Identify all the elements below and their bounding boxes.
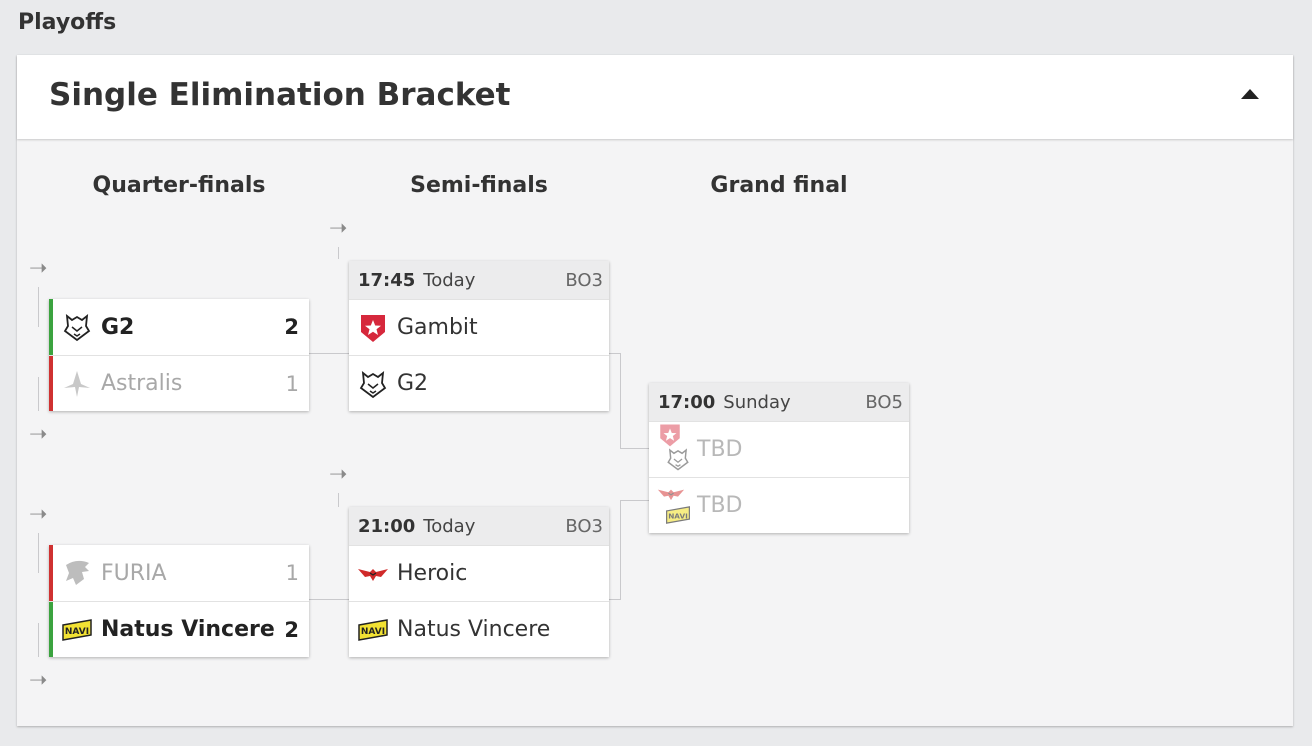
g2-logo-icon (63, 313, 91, 342)
match-time: 17:00 (658, 391, 716, 413)
team-row[interactable]: NAVI Natus Vincere 2 (49, 601, 309, 657)
bracket-connector (620, 500, 621, 600)
navi-logo-icon: NAVI (666, 505, 690, 524)
match-day: Sunday (723, 391, 791, 413)
astralis-logo-icon (64, 370, 90, 397)
team-name: G2 (397, 371, 429, 396)
match-day: Today (423, 515, 476, 537)
team-score: 2 (284, 617, 299, 642)
bracket-connector (609, 353, 621, 354)
arrow-right-icon: ➝ (329, 462, 348, 487)
team-name: FURIA (101, 560, 167, 586)
arrow-right-icon: ➝ (29, 422, 48, 447)
logo-stack: NAVI (657, 482, 690, 530)
collapse-caret-icon[interactable] (1241, 89, 1259, 99)
team-name: Gambit (397, 315, 478, 340)
arrow-right-icon: ➝ (329, 216, 348, 241)
bracket-connector (609, 599, 621, 600)
team-name: G2 (101, 314, 135, 340)
match-card-sf2[interactable]: 21:00 Today BO3 Heroic NAVI Natus Vincer… (349, 507, 609, 657)
bracket-connector (309, 353, 349, 354)
team-score: 1 (285, 561, 299, 585)
bracket-connector (38, 287, 39, 327)
match-card-grandfinal[interactable]: 17:00 Sunday BO5 TBD NAVI TBD (649, 383, 909, 533)
team-name: TBD (697, 493, 743, 518)
bracket-connector (38, 623, 39, 657)
heroic-logo-icon (657, 489, 685, 500)
card-title: Single Elimination Bracket (49, 77, 511, 113)
team-name: Natus Vincere (397, 617, 551, 642)
svg-text:NAVI: NAVI (668, 511, 688, 520)
match-format: BO3 (565, 515, 603, 537)
team-row[interactable]: TBD (649, 421, 909, 477)
svg-text:NAVI: NAVI (361, 627, 385, 637)
match-day: Today (423, 269, 476, 291)
team-score: 1 (285, 371, 299, 396)
match-format: BO5 (865, 391, 903, 413)
gambit-logo-icon (660, 423, 680, 446)
g2-logo-icon (667, 447, 689, 470)
navi-logo-icon: NAVI (62, 618, 92, 641)
arrow-right-icon: ➝ (29, 668, 48, 693)
bracket-connector (620, 500, 650, 501)
team-row[interactable]: Heroic (349, 545, 609, 601)
bracket-connector (38, 533, 39, 573)
navi-logo-icon: NAVI (358, 618, 388, 641)
g2-logo-icon (359, 370, 387, 398)
match-card-sf1[interactable]: 17:45 Today BO3 Gambit G2 (349, 261, 609, 411)
bracket-connector (38, 377, 39, 411)
team-name: Natus Vincere (101, 617, 275, 642)
match-header: 17:45 Today BO3 (349, 261, 609, 299)
bracket-connector (620, 448, 650, 449)
section-title: Playoffs (18, 10, 117, 35)
round-title-semifinals: Semi-finals (410, 173, 548, 198)
team-row[interactable]: G2 (349, 355, 609, 411)
match-format: BO3 (565, 269, 603, 291)
team-row[interactable]: Astralis 1 (49, 355, 309, 411)
match-card-qf2[interactable]: FURIA 1 NAVI Natus Vincere 2 (49, 545, 309, 657)
svg-text:NAVI: NAVI (65, 627, 89, 637)
bracket-connector (338, 493, 339, 507)
bracket-card: Single Elimination Bracket Quarter-final… (17, 55, 1293, 726)
arrow-right-icon: ➝ (29, 502, 48, 527)
match-header: 21:00 Today BO3 (349, 507, 609, 545)
team-row[interactable]: FURIA 1 (49, 545, 309, 601)
bracket-connector (338, 247, 339, 259)
furia-logo-icon (66, 560, 89, 585)
logo-stack (657, 423, 689, 474)
heroic-logo-icon (358, 568, 388, 581)
arrow-right-icon: ➝ (29, 256, 48, 281)
round-title-quarterfinals: Quarter-finals (92, 173, 266, 198)
team-score: 2 (284, 315, 299, 339)
gambit-logo-icon (361, 314, 385, 342)
match-header: 17:00 Sunday BO5 (649, 383, 909, 421)
bracket-connector (309, 599, 349, 600)
team-name: Astralis (101, 371, 183, 396)
team-row[interactable]: NAVI Natus Vincere (349, 601, 609, 657)
team-row[interactable]: NAVI TBD (649, 477, 909, 533)
team-row[interactable]: Gambit (349, 299, 609, 355)
match-time: 21:00 (358, 515, 416, 537)
round-title-grandfinal: Grand final (710, 173, 848, 198)
team-row[interactable]: G2 2 (49, 299, 309, 355)
match-card-qf1[interactable]: G2 2 Astralis 1 (49, 299, 309, 411)
team-name: TBD (697, 437, 743, 462)
team-name: Heroic (397, 561, 468, 586)
card-header[interactable]: Single Elimination Bracket (17, 55, 1293, 139)
bracket-connector (620, 353, 621, 449)
match-time: 17:45 (358, 269, 416, 291)
